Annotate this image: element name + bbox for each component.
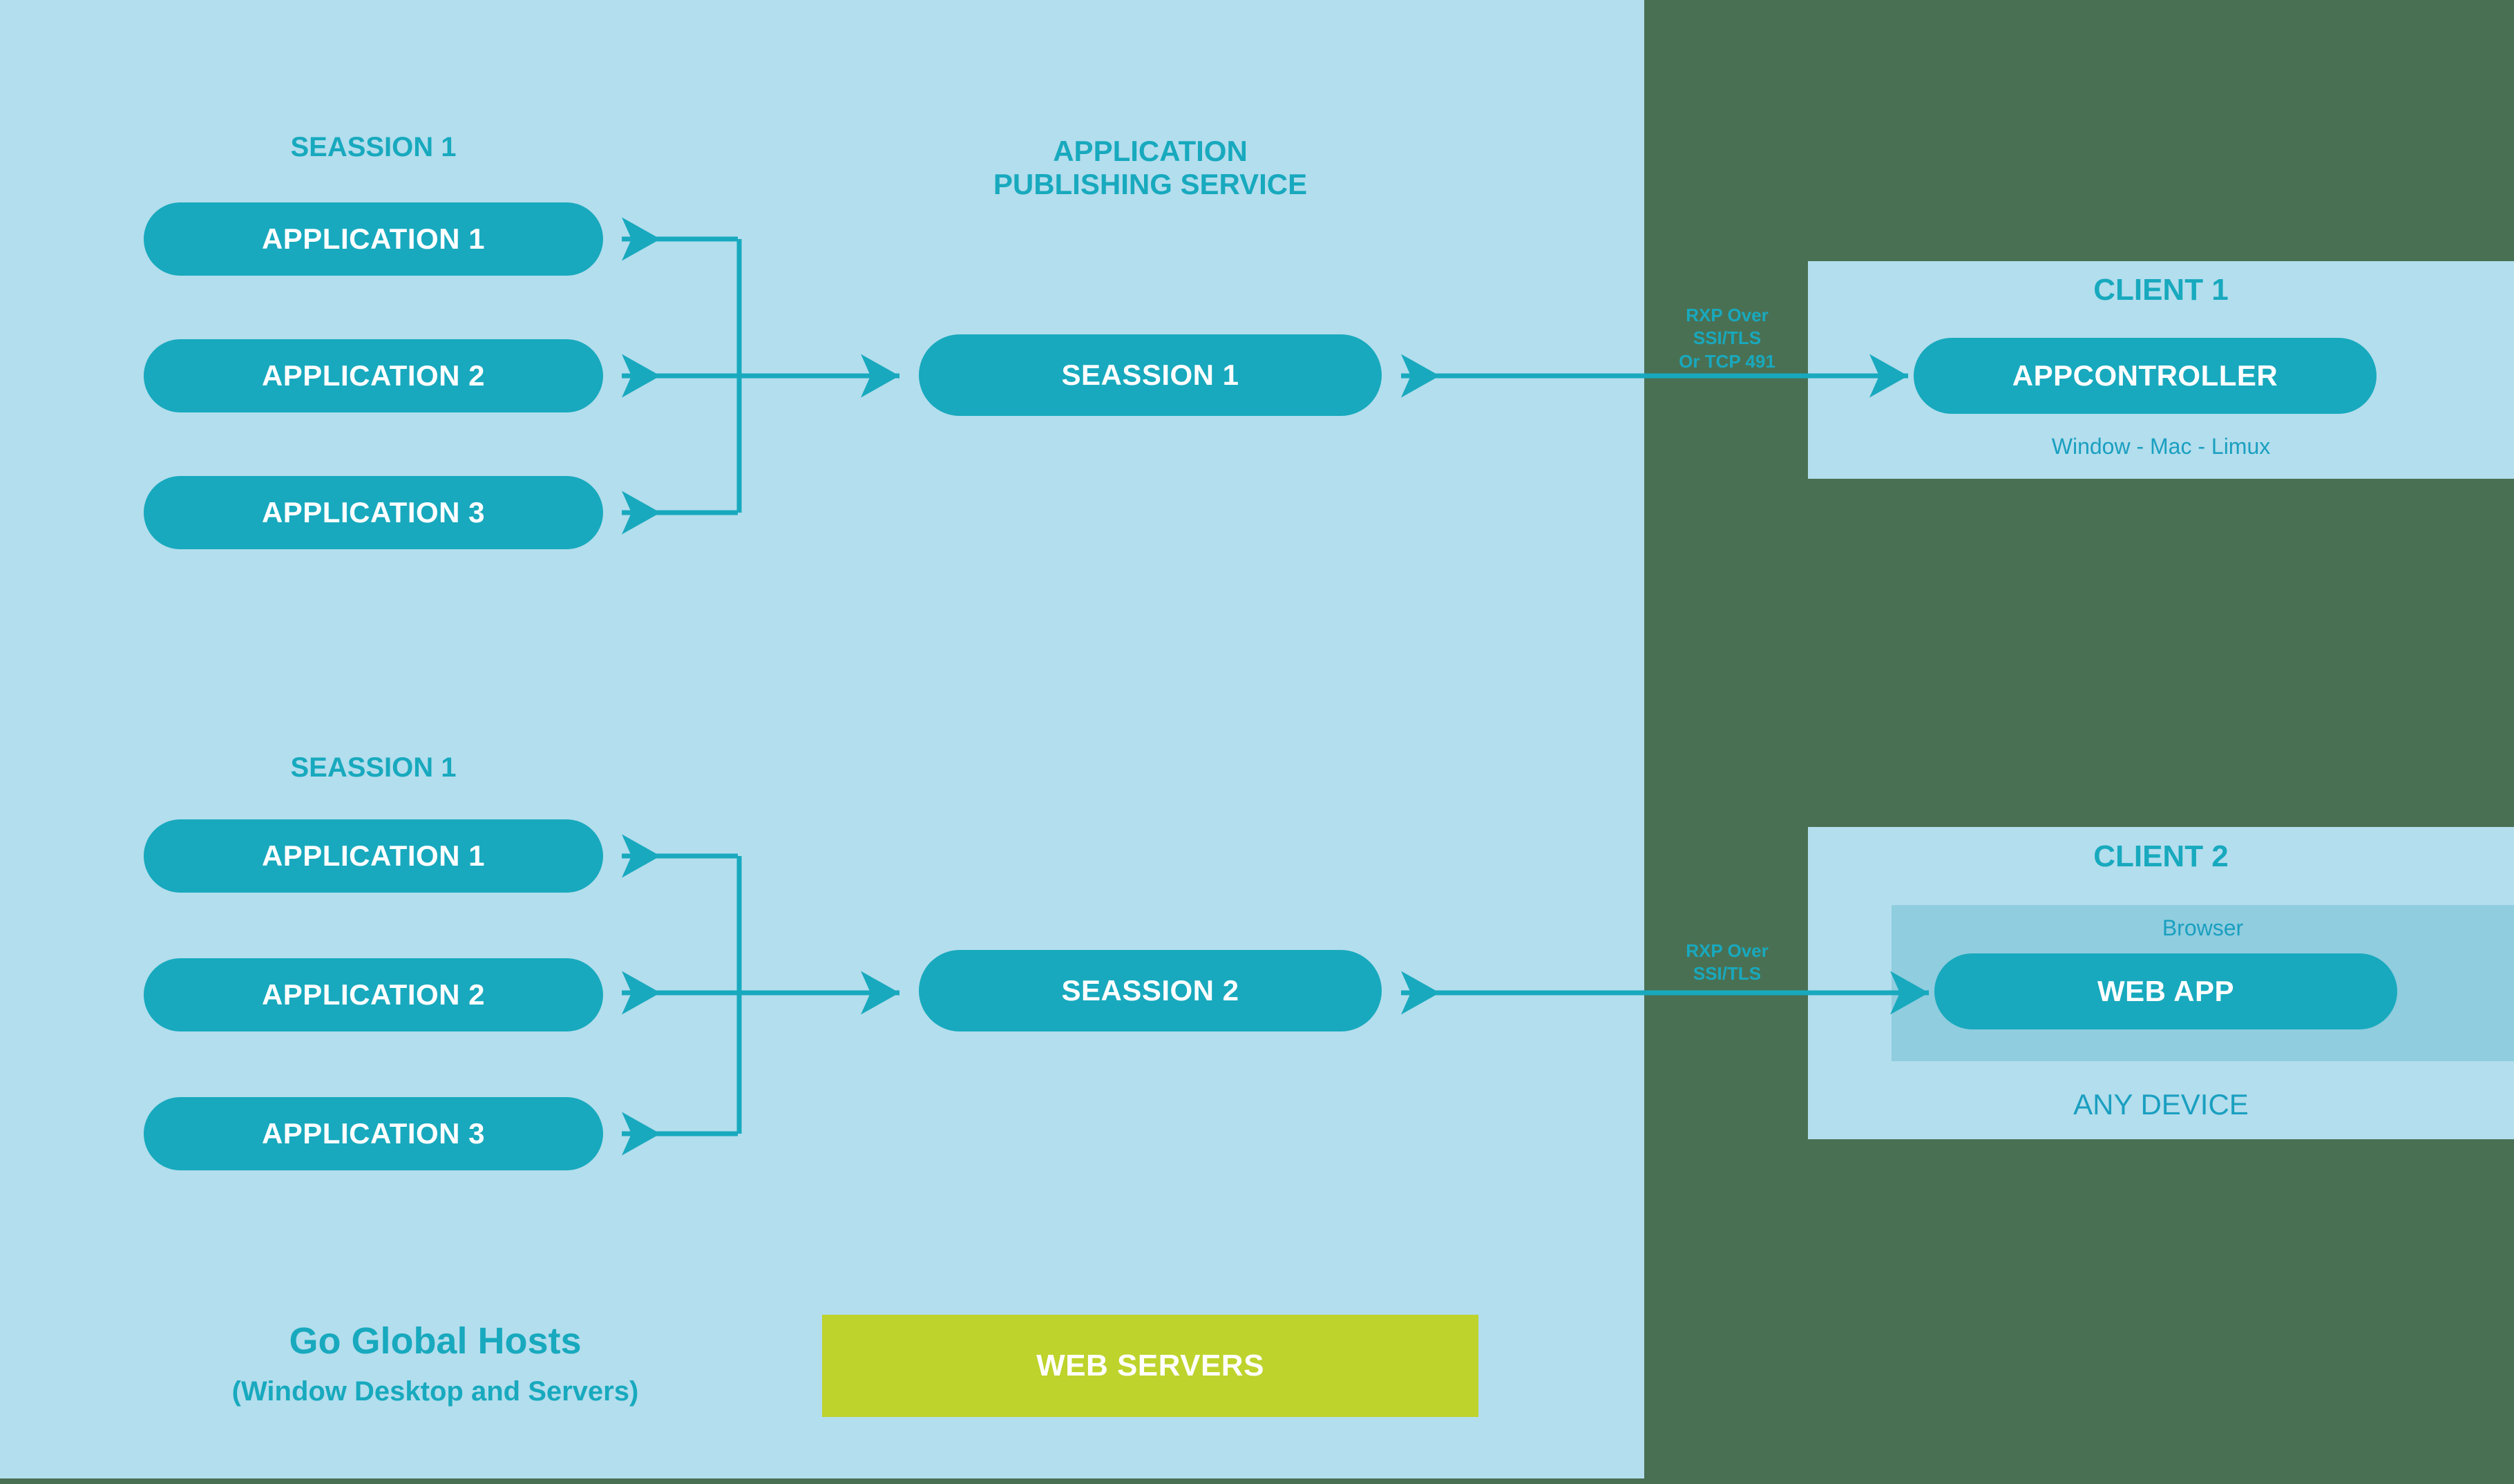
- web-servers-box[interactable]: WEB SERVERS: [822, 1315, 1478, 1417]
- app-pill-label: APPLICATION 1: [261, 839, 486, 872]
- group-label-session-2: SEASSION 1: [290, 752, 457, 783]
- web-servers-label: WEB SERVERS: [1036, 1349, 1264, 1382]
- web-app-label: WEB APP: [2097, 975, 2234, 1007]
- session-pill-2[interactable]: SEASSION 2: [919, 950, 1382, 1031]
- app-pill-label: APPLICATION 1: [261, 222, 486, 255]
- app-pill-label: APPLICATION 3: [261, 496, 486, 529]
- session-pill-label: SEASSION 2: [1061, 974, 1239, 1007]
- appcontroller-pill[interactable]: APPCONTROLLER: [1914, 338, 2377, 414]
- client-1-title: CLIENT 1: [2093, 273, 2229, 307]
- client-1-os-note: Window - Mac - Limux: [2051, 434, 2271, 459]
- go-global-hosts-subtitle: (Window Desktop and Servers): [231, 1376, 639, 1407]
- session-pill-1[interactable]: SEASSION 1: [919, 334, 1382, 416]
- group-label-session-1: SEASSION 1: [290, 132, 457, 162]
- browser-label: Browser: [2162, 915, 2244, 940]
- app-pill-2-1[interactable]: APPLICATION 1: [144, 819, 603, 893]
- go-global-hosts-title: Go Global Hosts: [289, 1320, 582, 1362]
- bottom-edge-strip: [0, 1478, 2514, 1484]
- session-pill-label: SEASSION 1: [1061, 359, 1239, 391]
- appcontroller-label: APPCONTROLLER: [2012, 359, 2278, 392]
- app-pill-1-1[interactable]: APPLICATION 1: [144, 202, 603, 276]
- protocol-label-client-1: RXP Over SSI/TLS Or TCP 491: [1679, 305, 1775, 372]
- app-pill-1-3[interactable]: APPLICATION 3: [144, 476, 603, 549]
- app-pill-2-3[interactable]: APPLICATION 3: [144, 1097, 603, 1170]
- client-2-title: CLIENT 2: [2093, 839, 2229, 873]
- app-pill-label: APPLICATION 2: [261, 359, 486, 392]
- app-pill-label: APPLICATION 2: [261, 978, 486, 1011]
- any-device-note: ANY DEVICE: [2073, 1088, 2249, 1121]
- app-pill-1-2[interactable]: APPLICATION 2: [144, 339, 603, 412]
- app-pill-label: APPLICATION 3: [261, 1117, 486, 1150]
- application-publishing-service-title: APPLICATION PUBLISHING SERVICE: [993, 135, 1308, 201]
- app-pill-2-2[interactable]: APPLICATION 2: [144, 958, 603, 1031]
- web-app-pill[interactable]: WEB APP: [1934, 953, 2397, 1029]
- protocol-label-client-2: RXP Over SSI/TLS: [1686, 940, 1769, 984]
